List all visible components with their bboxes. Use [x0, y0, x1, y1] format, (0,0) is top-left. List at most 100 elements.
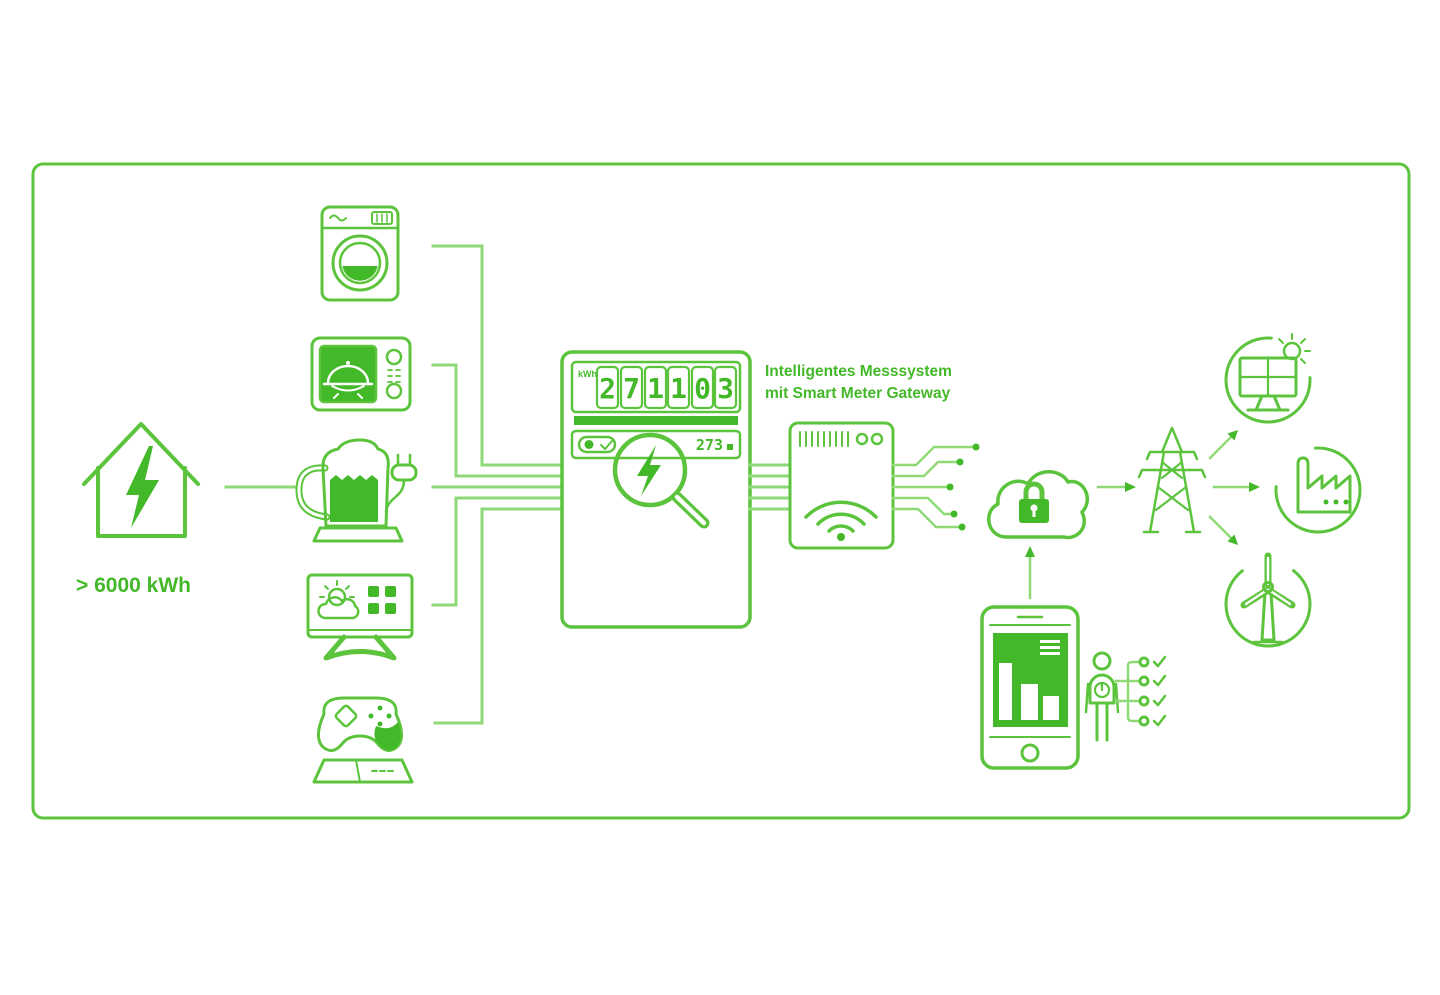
microwave-button-ticks [387, 369, 401, 383]
arrow-tower-wind [1208, 515, 1238, 545]
microwave-window [318, 344, 378, 404]
magnifier-handle-inner [674, 494, 707, 526]
lock-keyhole-stem [1032, 508, 1036, 517]
gateway-led [855, 432, 869, 446]
sun-rays [1278, 333, 1311, 364]
meter-digit: 3 [717, 372, 734, 405]
arrow-phone-cloud [1025, 546, 1035, 600]
plug-cord [384, 478, 406, 514]
controller-dpad [334, 704, 358, 728]
meter-body [560, 350, 752, 629]
arrow-head [1227, 534, 1238, 545]
smart-meter-gateway-icon [788, 421, 895, 550]
chart-bar [1021, 684, 1038, 720]
house-walls [96, 466, 187, 538]
trace-dot [972, 443, 980, 451]
arrow-head [1125, 482, 1136, 492]
tower-legs [1148, 450, 1196, 534]
tv-app-tile [368, 586, 379, 597]
trace-line [891, 496, 952, 516]
wire-meter-gateway [748, 463, 792, 511]
meter-green-bar [574, 416, 738, 425]
wind-circle [1224, 560, 1312, 648]
game-console-icon [312, 696, 414, 784]
meter-unit-label: kWh [578, 369, 597, 379]
chart-bar [999, 663, 1012, 720]
meter-digit: 0 [694, 372, 711, 405]
arrow-cloud-tower [1096, 482, 1136, 492]
meter-digit: 1 [647, 372, 664, 405]
magnifier-lightning-icon [612, 432, 710, 529]
kettle-handle-inner [297, 466, 329, 519]
factory-window [1323, 499, 1329, 505]
meter-check-mark [600, 440, 613, 450]
person-torso [1088, 673, 1116, 705]
cloud-weather-icon [317, 596, 360, 620]
wire-washer [431, 244, 564, 467]
lightning-bolt-icon [637, 445, 661, 496]
washer-door [331, 234, 389, 292]
factory-window [1343, 499, 1349, 505]
microwave-window-fill [320, 346, 376, 402]
meter-digit-cells: 2 7 1 1 0 3 [595, 365, 738, 410]
diagram-border [31, 162, 1411, 820]
phone-home-button [1020, 743, 1040, 763]
microwave-icon [310, 336, 412, 412]
trace-line [891, 460, 958, 478]
person-legs [1095, 701, 1109, 742]
arrow-line [1208, 515, 1234, 541]
plug-prongs [396, 453, 412, 467]
arrow-head [1025, 546, 1035, 557]
checklist-dot [1138, 656, 1150, 668]
solar-circle [1224, 336, 1312, 424]
meter-digit: 1 [670, 372, 687, 405]
tv-app-tile [385, 586, 396, 597]
trace-dot [956, 458, 964, 466]
turbine-blades-inner [1244, 556, 1292, 606]
checklist [1114, 655, 1167, 727]
chart-text-line [1040, 652, 1060, 655]
system-label-line2: mit Smart Meter Gateway [765, 385, 951, 402]
kettle-water [330, 475, 378, 522]
digit-cell [690, 365, 715, 410]
lock-shackle [1023, 481, 1045, 502]
trace-line [891, 445, 974, 467]
wifi-arc-outer [804, 500, 878, 519]
washer-detergent-detail [329, 214, 347, 222]
meter-toggle [577, 435, 617, 454]
controller-button [368, 713, 374, 719]
factory-circle [1274, 446, 1362, 534]
solar-panel-icon [1224, 333, 1312, 424]
factory-building [1296, 456, 1352, 514]
microwave-knob-top [385, 348, 403, 366]
arrow-head [1227, 430, 1238, 441]
kettle-body [321, 438, 390, 528]
washing-machine-icon [320, 205, 400, 302]
cloche-plate [331, 385, 365, 399]
solar-stand [1246, 394, 1290, 412]
gateway-vents [799, 431, 849, 447]
controller-button [377, 705, 383, 711]
chart-text-line [1040, 646, 1060, 649]
trace-line [891, 507, 960, 529]
house-lightning-icon [82, 422, 200, 538]
tv-app-tile [368, 603, 379, 614]
checklist-bracket [1114, 660, 1142, 723]
wire-tv [431, 496, 564, 607]
tower-lattice [1154, 460, 1190, 512]
turbine-pole [1260, 590, 1276, 642]
arrow-tower-solar [1208, 430, 1238, 460]
console-box [312, 758, 414, 784]
washer-buttons [371, 211, 393, 225]
chart-bar [1043, 696, 1059, 720]
person-head [1092, 651, 1112, 671]
washer-button-ticks [376, 213, 388, 223]
chart-text-line [1040, 640, 1060, 643]
meter-secondary-panel [570, 429, 742, 460]
washer-body [320, 205, 400, 302]
wind-turbine-icon [1224, 552, 1312, 648]
digit-cell [666, 365, 691, 410]
wifi-icon [804, 500, 878, 541]
smart-tv-icon [306, 573, 414, 661]
wifi-arc-inner [827, 524, 855, 533]
